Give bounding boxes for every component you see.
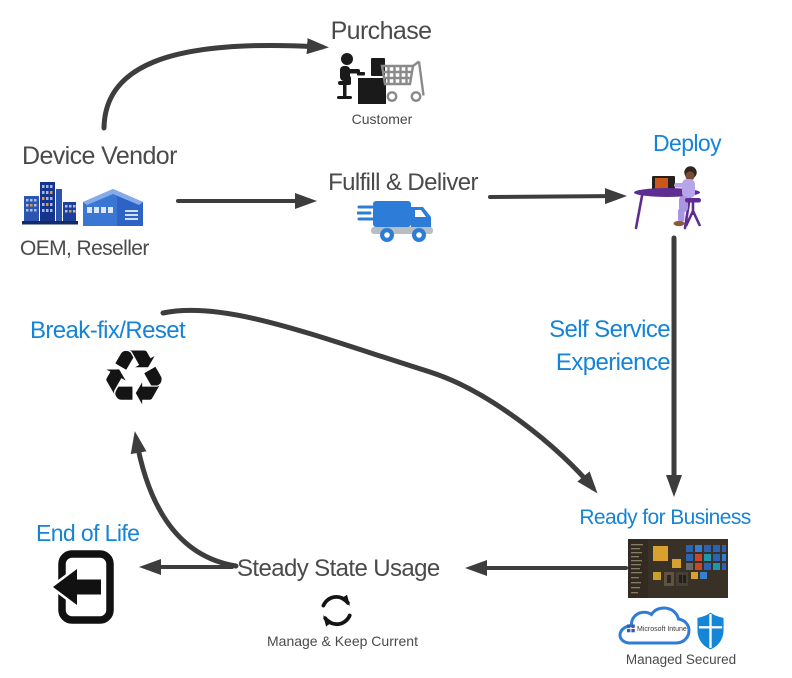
exit-icon bbox=[52, 550, 114, 624]
warehouse-icon bbox=[83, 189, 143, 226]
arrow-breakfix-to-ready bbox=[160, 307, 598, 494]
delivery-truck-icon bbox=[357, 201, 433, 242]
arrow-fulfill-to-deploy bbox=[488, 188, 627, 205]
device-vendor-label: Device Vendor bbox=[22, 142, 177, 170]
recycle-icon: ♻ bbox=[99, 336, 169, 421]
fulfill-deliver-label: Fulfill & Deliver bbox=[328, 169, 478, 196]
refresh-icon bbox=[321, 594, 352, 627]
ready-for-business-label: Ready for Business bbox=[579, 506, 751, 529]
intune-cloud-label: Microsoft Intune bbox=[637, 626, 687, 633]
arrow-steady-to-breakfix bbox=[130, 431, 239, 569]
managed-caption: Managed bbox=[625, 652, 683, 667]
manage-keep-current-caption: Manage & Keep Current bbox=[267, 633, 418, 649]
secured-caption: Secured bbox=[685, 652, 737, 667]
customer-at-register-icon bbox=[337, 53, 386, 104]
customer-caption: Customer bbox=[351, 111, 413, 127]
start-menu-screenshot bbox=[628, 539, 728, 598]
break-fix-label: Break-fix/Reset bbox=[30, 317, 186, 344]
purchase-label: Purchase bbox=[330, 17, 432, 45]
steady-state-label: Steady State Usage bbox=[237, 555, 440, 582]
shopping-cart-icon bbox=[380, 60, 425, 102]
office-buildings-icon bbox=[22, 182, 78, 225]
arrow-vendor-to-purchase bbox=[101, 38, 329, 131]
end-of-life-label: End of Life bbox=[36, 520, 140, 546]
defender-shield-icon bbox=[697, 612, 724, 650]
self-service-label: Self Service Experience bbox=[549, 316, 670, 376]
oem-reseller-caption: OEM, Reseller bbox=[20, 237, 149, 260]
deploy-label: Deploy bbox=[653, 130, 722, 156]
person-at-desk-icon bbox=[634, 166, 702, 230]
intune-cloud-icon: Microsoft Intune bbox=[618, 606, 691, 645]
